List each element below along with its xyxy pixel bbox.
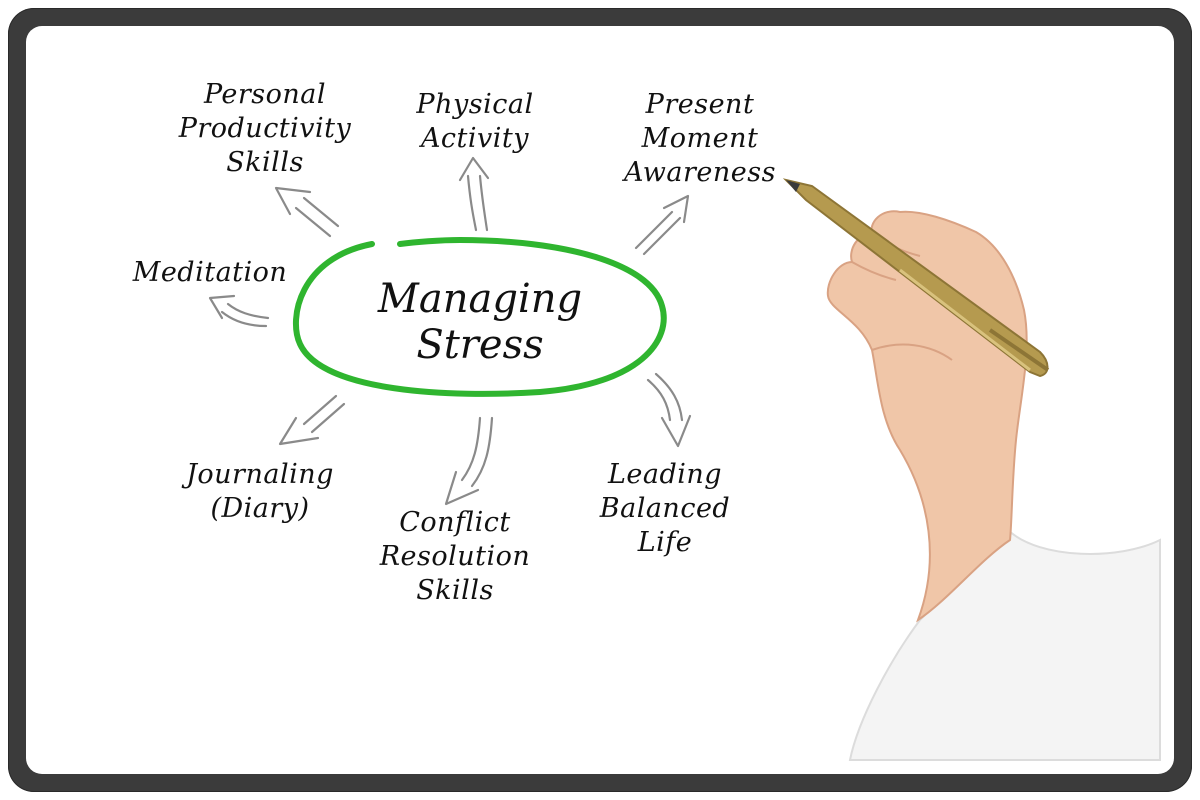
- arrow-personal-productivity: [276, 188, 338, 236]
- center-line-1: Managing: [330, 276, 630, 322]
- node-physical-activity: Physical Activity: [385, 88, 565, 156]
- node-present-moment-awareness: Present Moment Awareness: [600, 88, 800, 190]
- arrow-journaling: [280, 396, 344, 444]
- arrow-present-moment: [636, 196, 688, 254]
- node-line: Life: [565, 526, 765, 560]
- node-line: Journaling: [150, 458, 370, 492]
- node-line: Personal: [150, 78, 380, 112]
- arrow-leading-balanced: [648, 374, 690, 446]
- node-line: Conflict: [340, 506, 570, 540]
- arrow-meditation: [210, 296, 268, 326]
- center-line-2: Stress: [330, 322, 630, 368]
- node-line: Moment: [600, 122, 800, 156]
- node-leading-balanced-life: Leading Balanced Life: [565, 458, 765, 560]
- node-meditation: Meditation: [100, 256, 320, 290]
- node-line: Skills: [150, 146, 380, 180]
- node-line: Present: [600, 88, 800, 122]
- node-line: Leading: [565, 458, 765, 492]
- arrow-physical-activity: [460, 158, 488, 230]
- hand-illustration: [828, 211, 1160, 760]
- node-line: (Diary): [150, 492, 370, 526]
- node-journaling-diary: Journaling (Diary): [150, 458, 370, 526]
- arrow-conflict-resolution: [446, 418, 492, 504]
- node-line: Productivity: [150, 112, 380, 146]
- node-line: Skills: [340, 574, 570, 608]
- node-personal-productivity-skills: Personal Productivity Skills: [150, 78, 380, 180]
- node-line: Activity: [385, 122, 565, 156]
- node-conflict-resolution-skills: Conflict Resolution Skills: [340, 506, 570, 608]
- center-label: Managing Stress: [330, 276, 630, 368]
- node-line: Awareness: [600, 156, 800, 190]
- node-line: Resolution: [340, 540, 570, 574]
- node-line: Meditation: [100, 256, 320, 290]
- node-line: Balanced: [565, 492, 765, 526]
- node-line: Physical: [385, 88, 565, 122]
